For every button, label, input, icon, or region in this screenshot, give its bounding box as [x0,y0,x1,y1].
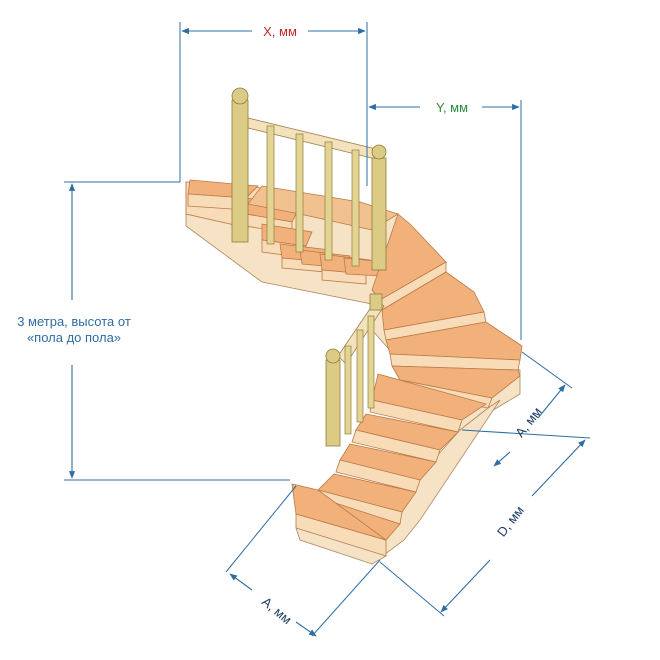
newel-cap [231,87,249,105]
baluster [351,149,360,267]
newel-post [371,157,387,271]
upper-railing [231,87,387,271]
d-dimension-top [531,439,586,497]
a-right-dimension-bottom [493,451,511,467]
baluster [324,141,333,261]
height-label-line2: «пола до пола» [27,330,121,345]
newel-post [325,359,341,447]
a-bottom-extension-right [311,559,381,637]
a-right-extension-bottom [461,429,591,439]
newel-cap [325,348,341,364]
d-label: D, мм [494,503,527,539]
newel-post [231,99,249,243]
upper-flight [185,179,405,305]
a-bottom-dimension-right [295,621,317,637]
y-label: Y, мм [436,100,468,115]
newel-cap [371,144,387,160]
d-extension-bottom [379,561,445,617]
baluster [356,329,364,423]
baluster [295,133,304,253]
lower-railing [325,293,385,447]
x-label: X, мм [263,24,297,39]
a-right-dimension-top [537,384,566,419]
baluster [367,315,375,409]
height-label-line1: 3 метра, высота от [17,314,131,329]
a-bottom-dimension-left [229,573,253,591]
a-bottom-label: A, мм [259,594,295,627]
lower-flight [291,373,501,565]
staircase-illustration [185,87,523,565]
d-dimension-bottom [440,559,491,613]
a-right-extension-top [521,351,573,389]
winder-steps [371,213,523,431]
baluster [344,345,352,435]
a-bottom-extension-left [225,485,297,573]
dimension-lines [64,22,591,637]
baluster [266,125,275,245]
turn-post [369,293,383,311]
